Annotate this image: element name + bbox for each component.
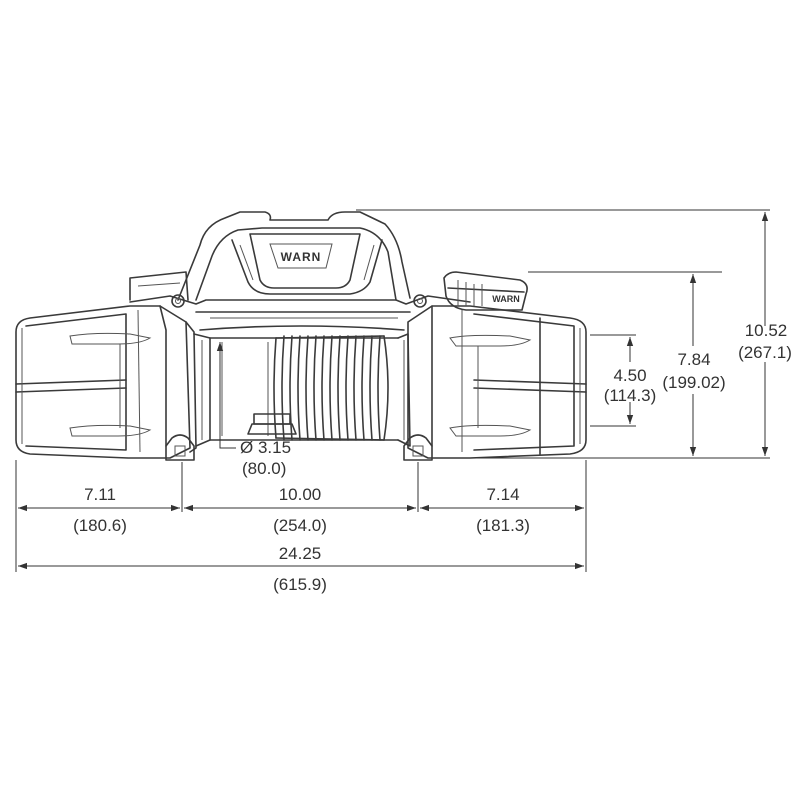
left-top-bolt	[171, 294, 185, 308]
left-motor-housing	[15, 305, 197, 461]
dim-left-end-mm: (180.6)	[73, 516, 127, 535]
right-top-bolt	[413, 294, 427, 308]
logo-plate	[249, 233, 361, 289]
left-bracket	[129, 271, 189, 301]
dim-right-end-mm: (181.3)	[476, 516, 530, 535]
dim-leader-drum-diameter	[219, 410, 236, 449]
dim-overall-height-mm: (267.1)	[738, 343, 792, 362]
remote-logo-text: WARN	[492, 294, 520, 304]
tie-bar	[129, 295, 471, 331]
right-foot	[403, 434, 433, 461]
dim-overall-length-inch: 24.25	[279, 544, 322, 563]
dim-remote-height-inch: 7.84	[677, 350, 710, 369]
dim-drum-inch: 10.00	[279, 485, 322, 504]
dim-housing-height-mm: (114.3)	[604, 386, 657, 405]
dim-remote-height-mm: (199.02)	[662, 373, 725, 392]
dim-drum-mm: (254.0)	[273, 516, 327, 535]
left-foot	[165, 434, 195, 461]
dim-drum-diameter-mm: (80.0)	[242, 459, 286, 478]
dim-housing-height-inch: 4.50	[613, 366, 646, 385]
warn-logo-text: WARN	[281, 250, 322, 264]
winch-drum	[209, 335, 399, 441]
dim-left-end-inch: 7.11	[84, 485, 116, 504]
rope-exit	[253, 413, 291, 425]
left-drum-support	[193, 333, 211, 447]
dim-overall-height-inch: 10.52	[745, 321, 788, 340]
synthetic-rope	[273, 335, 389, 441]
dimension-annotations: 7.11 (180.6) 10.00 (254.0) 7.14 (181.3) …	[15, 209, 792, 594]
winch-body: WARN	[15, 211, 587, 461]
dim-overall-length-mm: (615.9)	[273, 575, 327, 594]
dim-right-end-inch: 7.14	[486, 485, 519, 504]
dim-drum-diameter-inch: Ø 3.15	[240, 438, 291, 457]
right-drum-support	[397, 333, 411, 447]
right-gear-housing	[403, 305, 587, 461]
control-pack-housing: WARN	[177, 211, 411, 301]
wireless-remote: WARN	[443, 271, 528, 311]
